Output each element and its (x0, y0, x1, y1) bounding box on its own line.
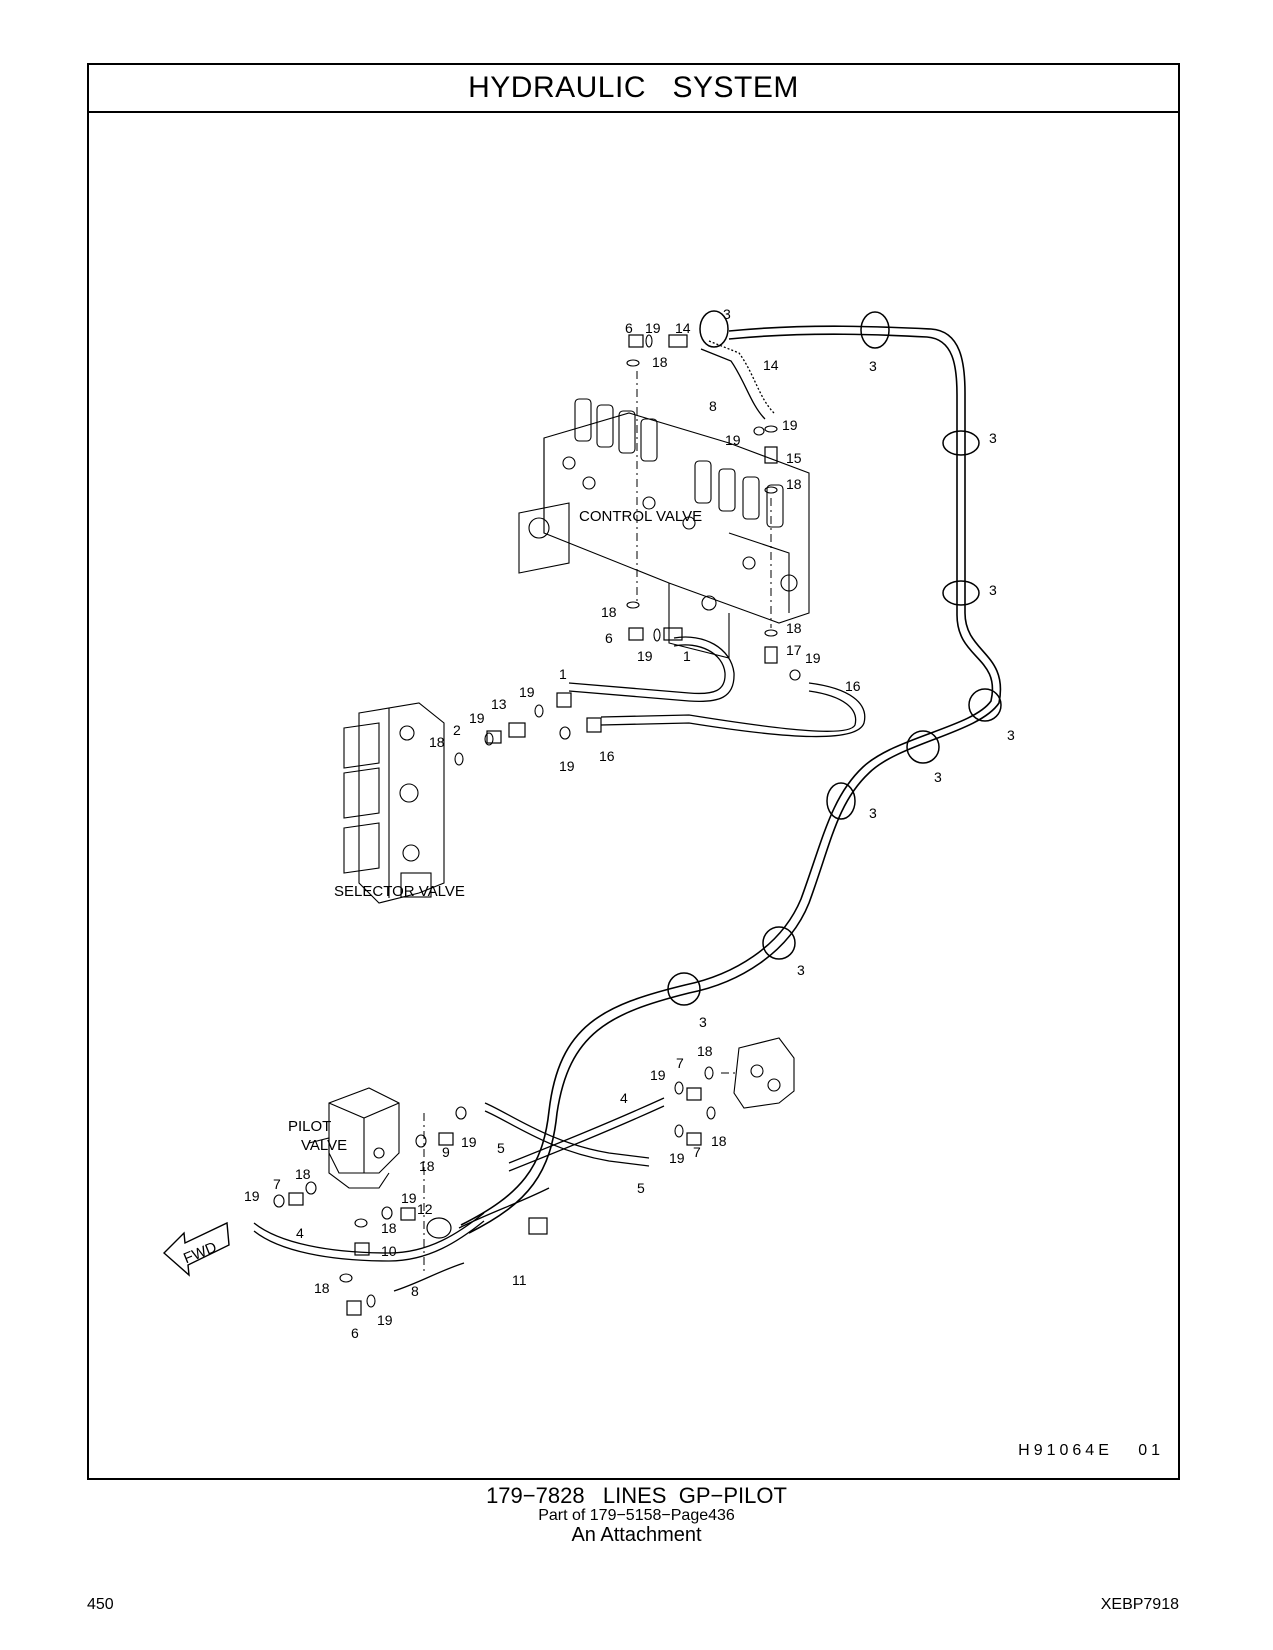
diagram-canvas: FWD CONTROL VALVE SELECTOR VALVE PILOT V… (162, 306, 1015, 1341)
callout: 14 (763, 357, 779, 373)
callout: 15 (786, 450, 802, 466)
callout: 6 (351, 1325, 359, 1341)
o-rings (273, 334, 801, 1308)
callout: 3 (699, 1014, 707, 1030)
callout: 18 (419, 1158, 435, 1174)
callout: 4 (296, 1225, 304, 1241)
callout: 18 (786, 476, 802, 492)
callout: 19 (669, 1150, 685, 1166)
callout: 5 (497, 1140, 505, 1156)
callout: 8 (411, 1283, 419, 1299)
fittings (288, 334, 778, 1316)
callout: 18 (601, 604, 617, 620)
callout: 18 (786, 620, 802, 636)
callout: 3 (869, 805, 877, 821)
callout: 3 (1007, 727, 1015, 743)
callout: 10 (381, 1243, 397, 1259)
callout: 18 (697, 1043, 713, 1059)
tube-clips (667, 310, 1002, 1006)
callout: 19 (469, 710, 485, 726)
callout: 17 (786, 642, 802, 658)
callout: 19 (559, 758, 575, 774)
callout: 14 (675, 320, 691, 336)
parts-diagram: FWD CONTROL VALVE SELECTOR VALVE PILOT V… (89, 113, 1178, 1478)
callout: 19 (244, 1188, 260, 1204)
callout: 18 (295, 1166, 311, 1182)
callout: 19 (377, 1312, 393, 1328)
callout: 19 (725, 432, 741, 448)
callout: 18 (652, 354, 668, 370)
callout: 19 (461, 1134, 477, 1150)
figure-code: H91064E 01 (1018, 1442, 1164, 1459)
pilot-valve-body (308, 1087, 400, 1189)
callout: 19 (519, 684, 535, 700)
figure-frame: HYDRAULIC SYSTEM (87, 63, 1180, 1480)
callout: 5 (637, 1180, 645, 1196)
callout: 1 (683, 648, 691, 664)
pilot-valve-label-1: PILOT (288, 1118, 331, 1135)
callouts: 6 19 14 3 18 14 3 8 19 19 15 18 3 3 18 6… (244, 306, 1015, 1341)
caption-part-number: 179−7828 LINES GP−PILOT (486, 1483, 787, 1508)
callout: 12 (417, 1201, 433, 1217)
callout: 3 (797, 962, 805, 978)
callout: 19 (805, 650, 821, 666)
caption-part-of: Part of 179−5158−Page436 (538, 1507, 735, 1524)
callout: 19 (637, 648, 653, 664)
control-valve-body (518, 398, 810, 659)
callout: 6 (625, 320, 633, 336)
callout: 1 (559, 666, 567, 682)
callout: 18 (381, 1220, 397, 1236)
callout: 19 (782, 417, 798, 433)
callout: 11 (512, 1272, 527, 1288)
caption-attachment: An Attachment (571, 1524, 702, 1546)
pilot-tube-main (460, 325, 1002, 1234)
callout: 18 (711, 1133, 727, 1149)
callout: 13 (491, 696, 507, 712)
callout: 3 (723, 306, 731, 322)
callout: 19 (401, 1190, 417, 1206)
callout: 4 (620, 1090, 628, 1106)
callout: 3 (869, 358, 877, 374)
pilot-valve-label-2: VALVE (301, 1137, 347, 1154)
document-code: XEBP7918 (1100, 1596, 1179, 1613)
callout: 7 (693, 1144, 701, 1160)
callout: 18 (314, 1280, 330, 1296)
hoses (253, 340, 866, 1292)
page-number: 450 (87, 1596, 114, 1613)
centre-lines (423, 371, 772, 1273)
callout: 6 (605, 630, 613, 646)
callout: 8 (709, 398, 717, 414)
rear-valve-block (733, 1037, 795, 1109)
callout: 19 (650, 1067, 666, 1083)
callout: 3 (934, 769, 942, 785)
control-valve-label: CONTROL VALVE (579, 508, 702, 525)
callout: 3 (989, 430, 997, 446)
callout: 16 (845, 678, 861, 694)
callout: 16 (599, 748, 615, 764)
fwd-label: FWD (181, 1239, 219, 1268)
callout: 7 (273, 1176, 281, 1192)
callout: 3 (989, 582, 997, 598)
callout: 2 (453, 722, 461, 738)
callout: 19 (645, 320, 661, 336)
selector-valve-label: SELECTOR VALVE (334, 883, 465, 900)
fwd-arrow-icon: FWD (162, 1221, 230, 1277)
callout: 9 (442, 1144, 450, 1160)
page-title: HYDRAULIC SYSTEM (468, 71, 799, 104)
selector-valve-body (343, 702, 445, 904)
callout: 18 (429, 734, 445, 750)
title-bar: HYDRAULIC SYSTEM (89, 65, 1178, 113)
callout: 7 (676, 1055, 684, 1071)
